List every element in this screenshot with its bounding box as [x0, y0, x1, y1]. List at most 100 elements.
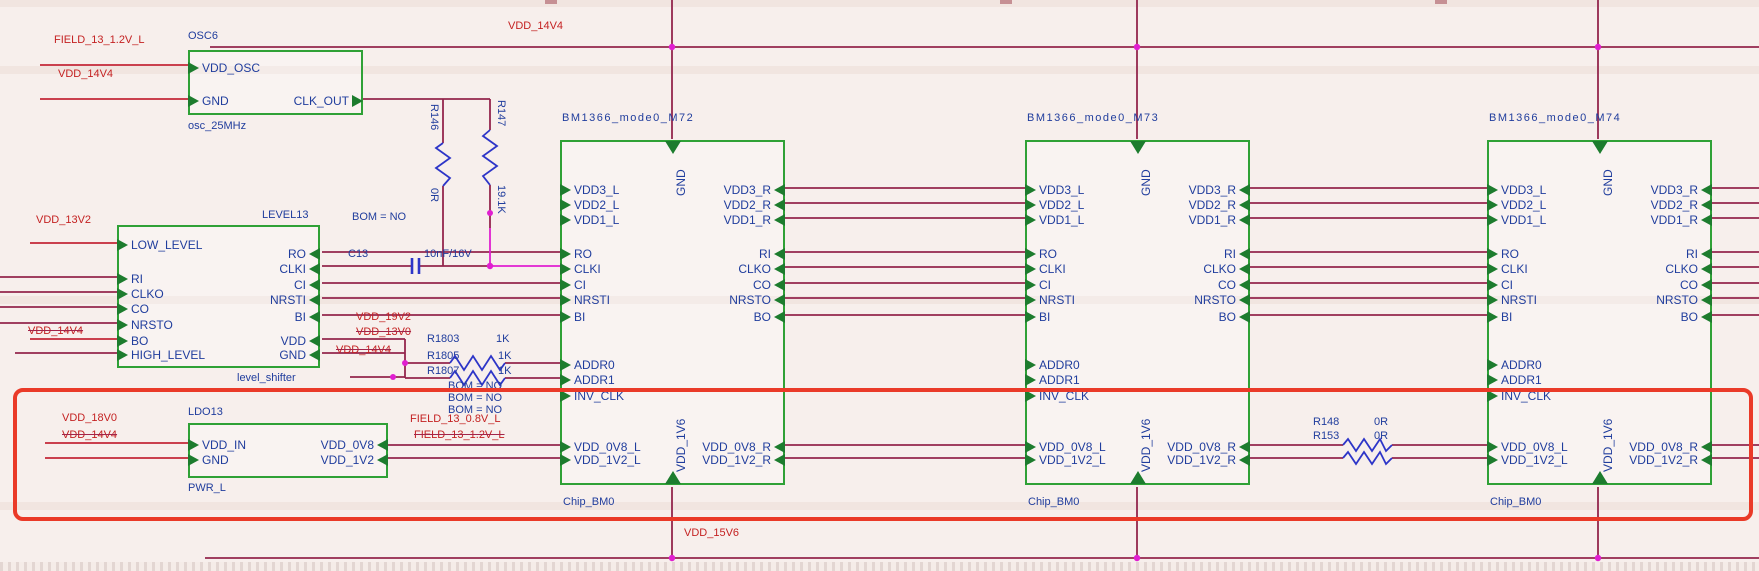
- chip-pin-left: CI: [560, 278, 586, 292]
- vdd1v6-pin-arrow: [664, 471, 681, 484]
- pin-arrow-icon: [1239, 184, 1250, 196]
- pin-arrow-icon: [560, 248, 571, 260]
- chip-pin-left: RO: [1025, 247, 1057, 261]
- pin-arrow-icon: [1487, 441, 1498, 453]
- pin-arrow-icon: [1025, 359, 1036, 371]
- net-label-field-0v8: FIELD_13_0.8V_L: [410, 413, 501, 425]
- pin-arrow-icon: [377, 454, 388, 466]
- pin-arrow-icon: [117, 273, 128, 285]
- pin-arrow-icon: [1701, 294, 1712, 306]
- pin-arrow-icon: [309, 349, 320, 361]
- ldo-block: LDO13 VDD_IN GND VDD_0V8 VDD_1V2 PWR_L: [188, 406, 388, 494]
- ldo-ref: LDO13: [188, 406, 223, 418]
- pin-arrow-icon: [1487, 184, 1498, 196]
- net-label-vdd-14v4: VDD_14V4: [58, 68, 114, 80]
- chip-pin-left: CI: [1487, 278, 1513, 292]
- gnd-pin-label: GND: [1138, 169, 1153, 196]
- pin-arrow-icon: [560, 294, 571, 306]
- chip-pin-right: VDD2_R: [724, 198, 785, 212]
- oscillator-block: OSC6 VDD_OSC GND CLK_OUT osc_25MHz: [188, 30, 363, 132]
- pin-arrow-icon: [1701, 441, 1712, 453]
- pin-arrow-icon: [1701, 184, 1712, 196]
- pin-arrow-icon: [309, 263, 320, 275]
- chip-pin-right: NRSTO: [729, 293, 785, 307]
- pin-arrow-icon: [774, 294, 785, 306]
- pin-arrow-icon: [1239, 263, 1250, 275]
- net-label-vdd-19v2: VDD_19V2: [356, 311, 412, 323]
- chip-pin-right: BO: [1681, 310, 1712, 324]
- pin-arrow-icon: [1025, 390, 1036, 402]
- chip-pin-left: INV_CLK: [560, 389, 624, 403]
- chip-pin-left: BI: [560, 310, 585, 324]
- level-ref: LEVEL13: [262, 209, 309, 221]
- scan-artifact: [1435, 0, 1447, 4]
- pin-arrow-icon: [1487, 248, 1498, 260]
- resistor-note-r1807: BOM = NO: [448, 404, 503, 416]
- vdd1v6-pin-arrow: [1591, 471, 1608, 484]
- chip-title: BM1366_mode0_M74: [1489, 112, 1622, 124]
- chip-pin-left: INV_CLK: [1487, 389, 1551, 403]
- resistor-ref-r147: R147: [495, 100, 507, 127]
- pin-arrow-icon: [774, 263, 785, 275]
- pin-arrow-icon: [1025, 279, 1036, 291]
- pin-arrow-icon: [560, 279, 571, 291]
- pin-arrow-icon: [560, 390, 571, 402]
- pin-arrow-icon: [117, 319, 128, 331]
- pin-arrow-icon: [1487, 374, 1498, 386]
- chip-pin-left: VDD3_L: [560, 183, 619, 197]
- net-label-vdd-14v4-gnd: VDD_14V4: [336, 344, 392, 356]
- chip-bm1366-m74: BM1366_mode0_M74 GND VDD3_L VDD2_L VDD1_…: [1487, 112, 1712, 508]
- net-label-vdd-13v2: VDD_13V2: [36, 214, 92, 226]
- pin-arrow-icon: [774, 248, 785, 260]
- pin-arrow-icon: [1239, 294, 1250, 306]
- pin-arrow-icon: [1239, 311, 1250, 323]
- chip-pin-right: VDD_0V8_R: [1167, 440, 1250, 454]
- ldo-subtitle: PWR_L: [188, 482, 226, 494]
- pin-arrow-icon: [560, 214, 571, 226]
- chip-pin-left: CLKI: [1025, 262, 1066, 276]
- chip-pin-left: VDD3_L: [1487, 183, 1546, 197]
- pin-arrow-icon: [117, 335, 128, 347]
- chip-pin-right: VDD_1V2_R: [702, 453, 785, 467]
- chip-pin-right: VDD3_R: [1189, 183, 1250, 197]
- pin-arrow-icon: [1025, 184, 1036, 196]
- resistor-value-r1805: 1K: [498, 350, 512, 362]
- pin-arrow-icon: [1239, 199, 1250, 211]
- chip-pin-left: ADDR0: [560, 358, 615, 372]
- capacitor-value-c13: 10nF/16V: [424, 248, 472, 260]
- pin-arrow-icon: [1701, 454, 1712, 466]
- osc-ref: OSC6: [188, 30, 218, 42]
- chip-pin-left: VDD1_L: [560, 213, 619, 227]
- pin-arrow-icon: [560, 374, 571, 386]
- pin-arrow-icon: [1701, 248, 1712, 260]
- chip-pin-right: VDD2_R: [1189, 198, 1250, 212]
- pin-arrow-icon: [117, 288, 128, 300]
- chip-pin-right: CLKO: [1203, 262, 1250, 276]
- pin-arrow-icon: [560, 454, 571, 466]
- pin-arrow-icon: [774, 184, 785, 196]
- pin-arrow-icon: [1487, 279, 1498, 291]
- pin-arrow-icon: [774, 214, 785, 226]
- chip-pin-left: VDD_1V2_L: [560, 453, 641, 467]
- ldo-pin-vdd-in: VDD_IN: [188, 438, 246, 452]
- net-label-field-1v2: FIELD_13_1.2V_L: [54, 34, 145, 46]
- ldo-pin-vdd-1v2: VDD_1V2: [321, 453, 388, 467]
- pin-arrow-icon: [560, 359, 571, 371]
- pin-arrow-icon: [1025, 294, 1036, 306]
- chip-pin-left: RO: [1487, 247, 1519, 261]
- chip-pin-left: INV_CLK: [1025, 389, 1089, 403]
- pin-arrow-icon: [1701, 214, 1712, 226]
- pin-arrow-icon: [774, 199, 785, 211]
- pin-arrow-icon: [1487, 199, 1498, 211]
- level-pin-left: BO: [117, 334, 148, 348]
- gnd-pin-label: GND: [673, 169, 688, 196]
- level-pin-right: VDD: [281, 334, 320, 348]
- level-pin-left: LOW_LEVEL: [117, 238, 202, 252]
- pin-arrow-icon: [774, 311, 785, 323]
- pin-arrow-icon: [1487, 311, 1498, 323]
- chip-pin-right: RI: [1686, 247, 1712, 261]
- vdd1v6-pin-arrow: [1129, 471, 1146, 484]
- resistor-value-r148: 0R: [1374, 416, 1389, 428]
- pin-arrow-icon: [188, 95, 199, 107]
- resistor-ref-r146: R146: [428, 104, 440, 131]
